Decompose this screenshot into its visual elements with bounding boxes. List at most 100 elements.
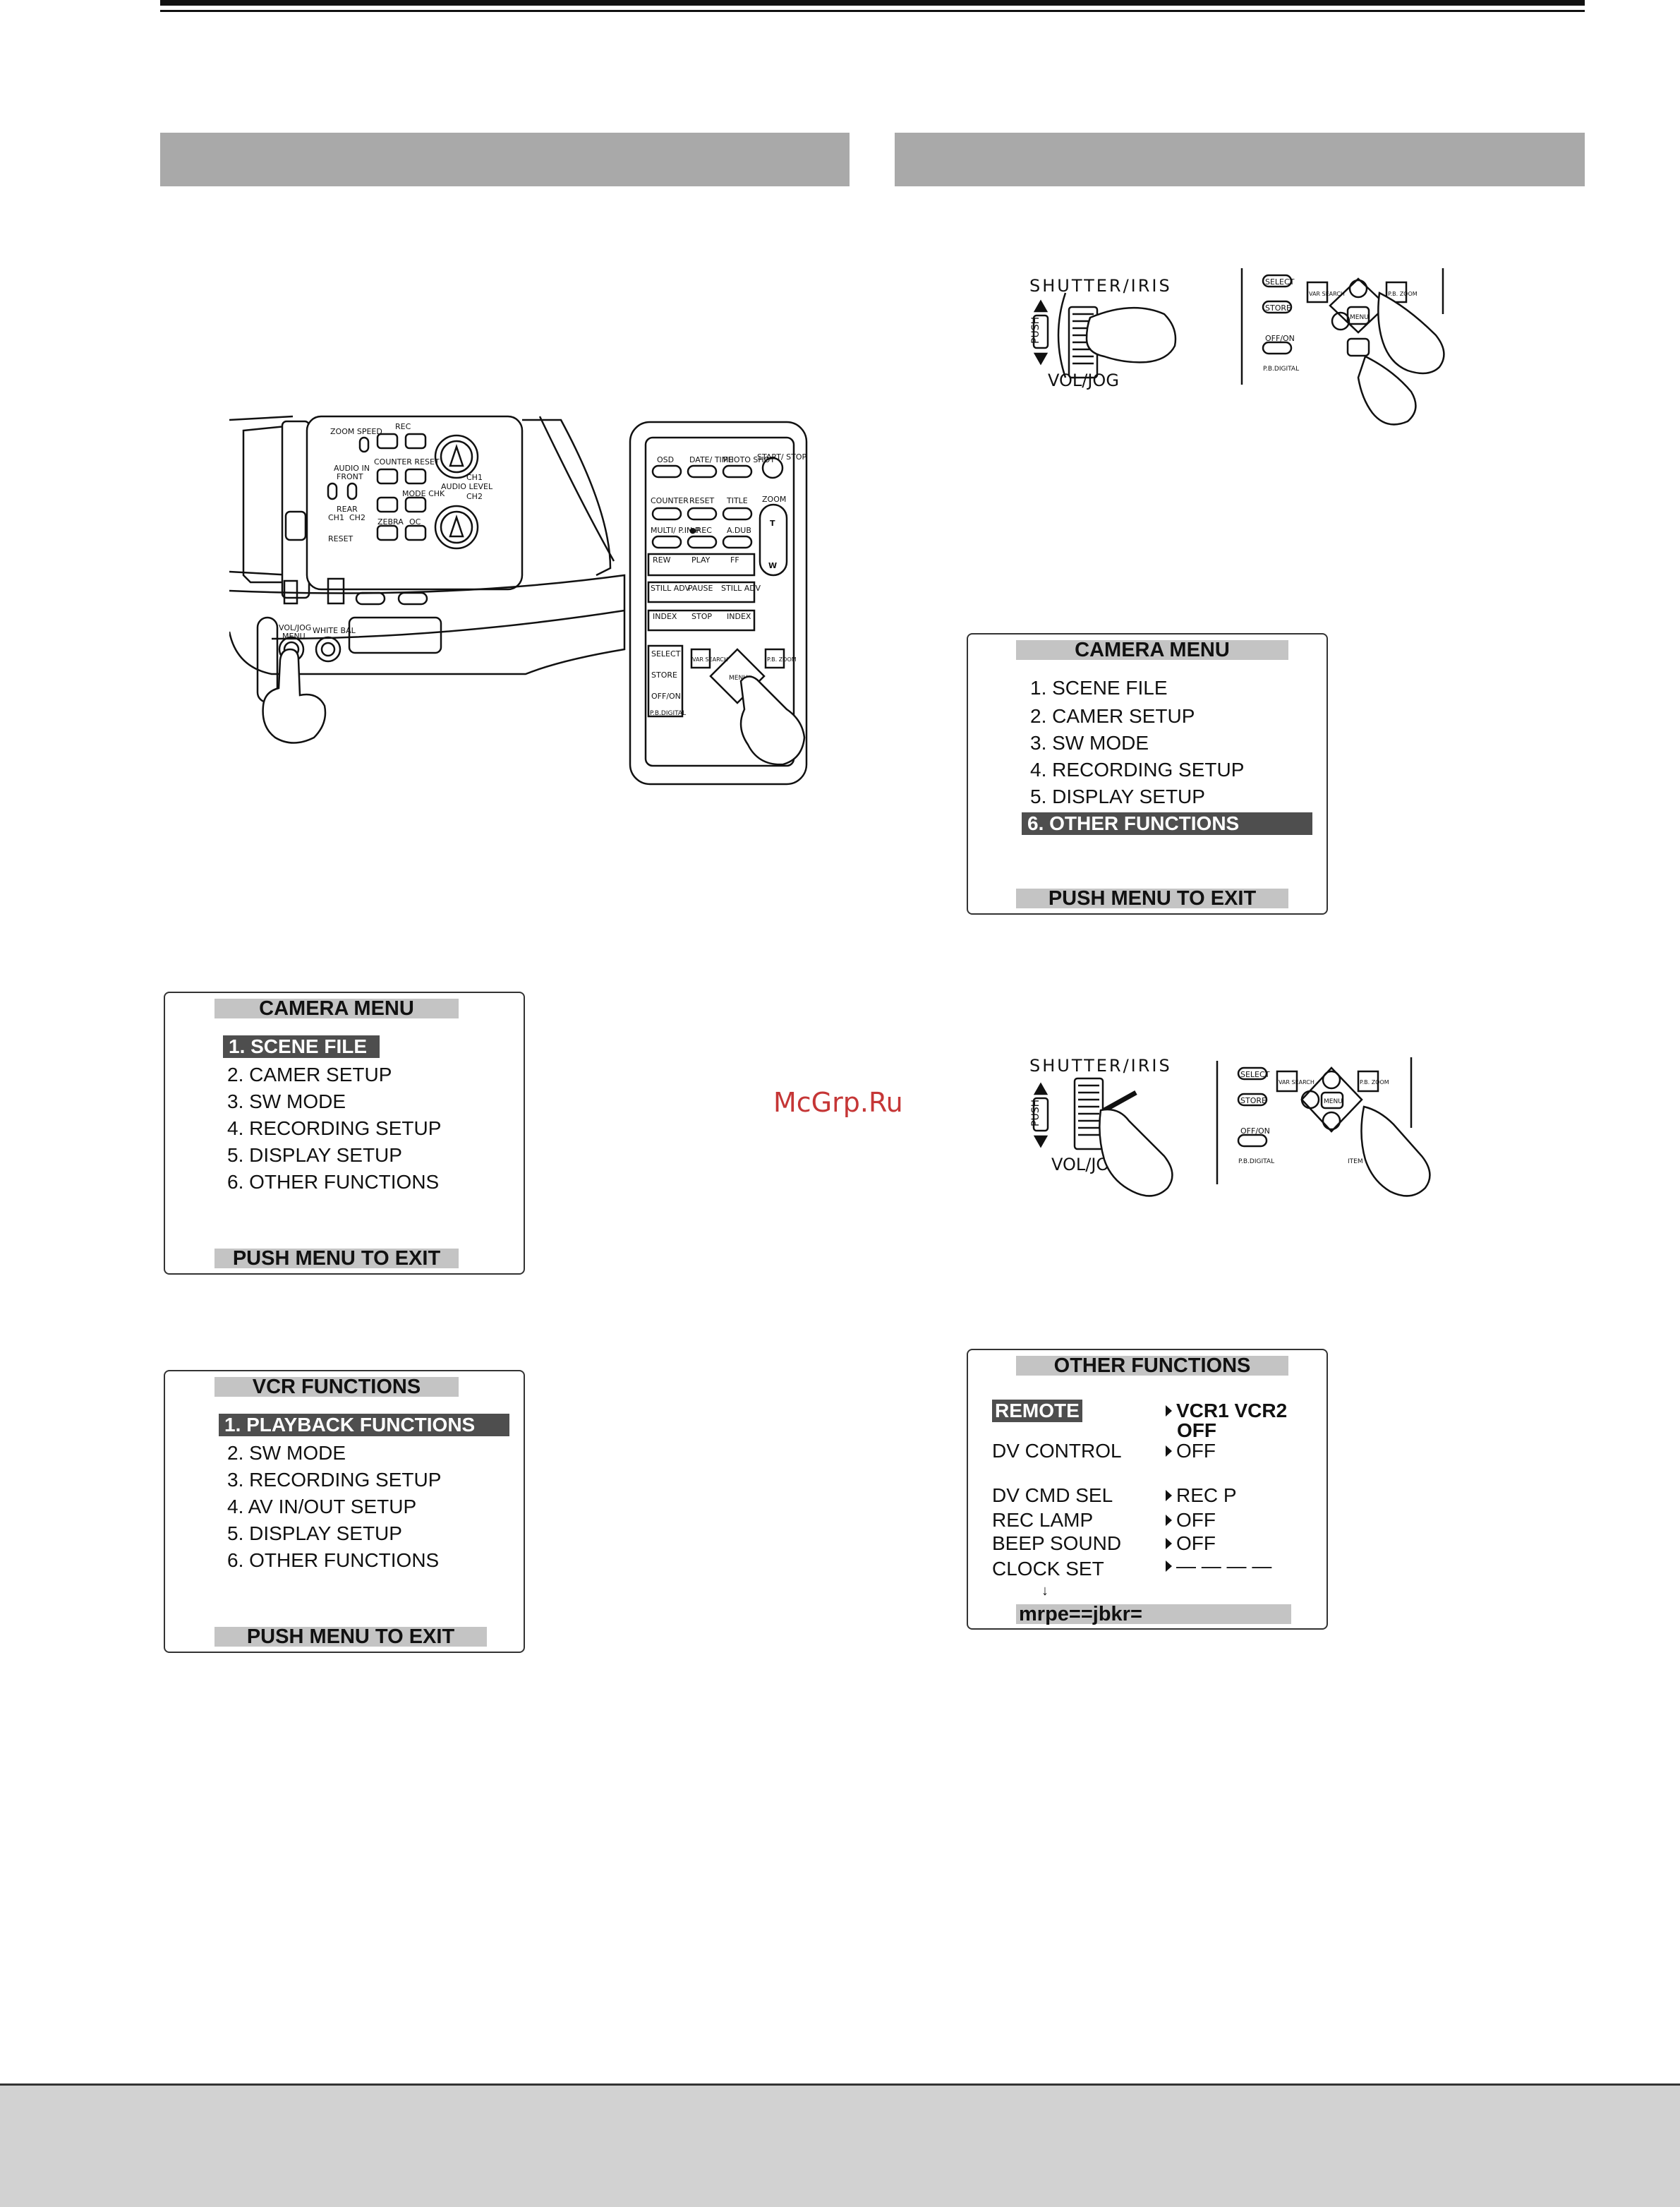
jog-dial-illustration-2: SHUTTER/IRIS VOL/JOG PUSH SELECT STORE O… xyxy=(1029,1056,1431,1197)
watermark: McGrp.Ru xyxy=(773,1087,903,1118)
other-value-beep-sound: OFF xyxy=(1166,1532,1216,1555)
menu-item-sw-mode[interactable]: 3. SW MODE xyxy=(227,1090,346,1112)
camera-side-panel xyxy=(229,415,626,704)
remote-pbdigital-label: P.B.DIGITAL xyxy=(650,710,686,717)
label-menu: MENU xyxy=(282,632,306,641)
label-ch2: CH2 xyxy=(349,513,365,522)
remote-photo-shot-label: PHOTO SHOT xyxy=(723,455,775,464)
label-ch1-right: CH1 xyxy=(466,473,483,482)
menu2-item-display-setup[interactable]: 5. DISPLAY SETUP xyxy=(1030,786,1205,807)
remote-osd-label: OSD xyxy=(657,455,674,464)
push-label: PUSH xyxy=(1030,317,1041,344)
remote-multi-label: MULTI/ P.IN.P xyxy=(651,526,700,535)
label-rear: REAR xyxy=(337,505,358,514)
key-select-label: SELECT xyxy=(1265,277,1295,287)
hand-on-remote-1 xyxy=(1357,291,1445,426)
top-rule xyxy=(160,0,1585,6)
label-oc: OC xyxy=(409,517,421,527)
menu-title-2: CAMERA MENU xyxy=(1016,640,1288,661)
remote-title-label: TITLE xyxy=(726,496,748,505)
camera-menu-screen: CAMERA MENU 1. SCENE FILE 2. CAMER SETUP… xyxy=(164,992,525,1275)
key-pbdigital-label: P.B.DIGITAL xyxy=(1263,366,1299,373)
other-label-dv-control[interactable]: DV CONTROL xyxy=(992,1440,1122,1462)
label-ch2-right: CH2 xyxy=(466,492,483,501)
page-footer xyxy=(0,2083,1680,2207)
label-audio-in: AUDIO IN xyxy=(334,464,370,473)
menu2-item-recording-setup[interactable]: 4. RECORDING SETUP xyxy=(1030,759,1245,781)
remote-adub-label: A.DUB xyxy=(727,526,751,535)
vcr-item-playback-functions[interactable]: 1. PLAYBACK FUNCTIONS xyxy=(219,1414,509,1436)
remote-offon-label: OFF/ON xyxy=(651,692,681,701)
remote-select-label: SELECT xyxy=(651,649,681,659)
remote-zoom-w: W xyxy=(768,561,777,570)
section-header-right xyxy=(895,133,1585,186)
vcr-item-display-setup[interactable]: 5. DISPLAY SETUP xyxy=(227,1522,402,1544)
label-zoom-speed: ZOOM SPEED xyxy=(330,427,382,436)
label-ch1: CH1 xyxy=(328,513,344,522)
key-var-search-label-2: VAR SEARCH xyxy=(1279,1079,1315,1086)
camera-and-remote-illustration: ZOOM SPEED REC COUNTER RESET AUDIO IN FR… xyxy=(229,415,808,786)
menu-item-recording-setup[interactable]: 4. RECORDING SETUP xyxy=(227,1117,442,1139)
vcr-item-sw-mode[interactable]: 2. SW MODE xyxy=(227,1442,346,1464)
key-offon-label: OFF/ON xyxy=(1265,334,1295,343)
hand-pushing-dial xyxy=(1099,1108,1173,1197)
top-rule-thin xyxy=(160,10,1585,12)
key-store-label-2: STORE xyxy=(1240,1096,1267,1105)
key-pb-zoom-label-2: P.B. ZOOM xyxy=(1360,1079,1389,1086)
menu-item-camer-setup[interactable]: 2. CAMER SETUP xyxy=(227,1064,392,1086)
remote-keypad-2 xyxy=(1216,1057,1413,1184)
vcr-item-recording-setup[interactable]: 3. RECORDING SETUP xyxy=(227,1469,442,1491)
vcr-menu-footer: PUSH MENU TO EXIT xyxy=(214,1627,487,1647)
vol-jog-label: VOL/JOG xyxy=(1048,371,1119,390)
menu2-item-other-functions[interactable]: 6. OTHER FUNCTIONS xyxy=(1022,812,1312,835)
remote-pb-zoom-label: P.B. ZOOM xyxy=(767,656,797,663)
menu2-item-scene-file[interactable]: 1. SCENE FILE xyxy=(1030,677,1168,699)
remote-reset-label: RESET xyxy=(689,496,715,505)
label-front: FRONT xyxy=(337,472,363,481)
key-menu-label: MENU xyxy=(1350,314,1369,321)
key-store-label: STORE xyxy=(1265,303,1291,313)
key-item-label: ITEM xyxy=(1348,1158,1363,1165)
remote-counter-label: COUNTER xyxy=(651,496,689,505)
remote-ff-label: FF xyxy=(730,555,739,565)
other-label-beep-sound[interactable]: BEEP SOUND xyxy=(992,1532,1122,1554)
section-header-left xyxy=(160,133,850,186)
remote-zoom-t: T xyxy=(770,519,775,528)
menu2-item-camer-setup[interactable]: 2. CAMER SETUP xyxy=(1030,705,1195,727)
other-value-clock-set: — — — — xyxy=(1166,1555,1271,1577)
key-select-label-2: SELECT xyxy=(1240,1070,1270,1079)
other-label-clock-set[interactable]: CLOCK SET xyxy=(992,1558,1104,1580)
menu-item-other-functions[interactable]: 6. OTHER FUNCTIONS xyxy=(227,1171,440,1193)
down-arrow-icon: ↓ xyxy=(1041,1583,1049,1599)
key-menu-label-2: MENU xyxy=(1324,1098,1343,1105)
camera-menu-screen-2: CAMERA MENU 1. SCENE FILE 2. CAMER SETUP… xyxy=(967,633,1328,915)
label-audio-level: AUDIO LEVEL xyxy=(441,482,493,491)
label-counter-reset: COUNTER RESET xyxy=(374,457,440,467)
label-zebra: ZEBRA xyxy=(377,517,404,527)
other-value-dv-cmd-sel: REC P xyxy=(1166,1484,1237,1507)
key-pbdigital-label-2: P.B.DIGITAL xyxy=(1238,1158,1274,1165)
key-var-search-label: VAR SEARCH xyxy=(1309,291,1345,297)
menu-item-display-setup[interactable]: 5. DISPLAY SETUP xyxy=(227,1144,402,1166)
vcr-item-av-in-out-setup[interactable]: 4. AV IN/OUT SETUP xyxy=(227,1496,417,1517)
other-label-rec-lamp[interactable]: REC LAMP xyxy=(992,1509,1094,1531)
remote-store-label: STORE xyxy=(651,670,677,680)
remote-rec-label: ●REC xyxy=(689,526,712,535)
hand-on-dial xyxy=(1085,306,1177,363)
remote-stop-label: STOP xyxy=(691,612,712,621)
other-functions-footer: mrpe==jbkr= xyxy=(1016,1604,1291,1625)
label-vol-jog: VOL/JOG xyxy=(279,623,311,632)
jog-dial-illustration-1: SHUTTER/IRIS VOL/JOG PUSH SELECT STORE O… xyxy=(1029,268,1445,426)
pointing-hand-remote xyxy=(739,675,806,766)
remote-date-time-label: DATE/ TIME xyxy=(689,455,733,464)
remote-zoom-label: ZOOM xyxy=(762,495,786,504)
other-functions-title: OTHER FUNCTIONS xyxy=(1016,1356,1288,1376)
other-label-dv-cmd-sel[interactable]: DV CMD SEL xyxy=(992,1484,1113,1506)
other-label-remote[interactable]: REMOTE xyxy=(992,1400,1082,1422)
push-label-2: PUSH xyxy=(1030,1100,1041,1126)
vcr-item-other-functions[interactable]: 6. OTHER FUNCTIONS xyxy=(227,1549,440,1571)
other-value-rec-lamp: OFF xyxy=(1166,1509,1216,1532)
menu-footer: PUSH MENU TO EXIT xyxy=(214,1249,459,1269)
menu-item-scene-file[interactable]: 1. SCENE FILE xyxy=(223,1035,380,1058)
menu2-item-sw-mode[interactable]: 3. SW MODE xyxy=(1030,732,1149,754)
